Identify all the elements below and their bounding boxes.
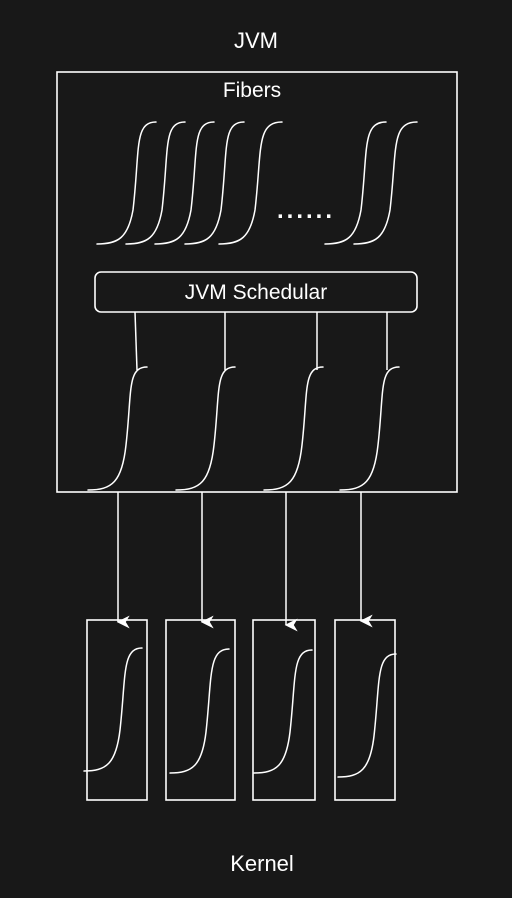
- fibers-label: Fibers: [223, 79, 281, 102]
- scheduler-links: [134, 311, 388, 371]
- kernel-thread-box: [165, 619, 236, 801]
- fiber-thread: [218, 121, 283, 245]
- jvm-label: JVM: [234, 28, 278, 53]
- kernel-label: Kernel: [230, 851, 294, 876]
- jvm-scheduler-label: JVM Schedular: [185, 281, 327, 304]
- kernel-thread-box: [252, 619, 316, 801]
- carrier-thread: [175, 366, 236, 491]
- fibers-ellipsis: ......: [277, 197, 335, 224]
- carrier-threads: [87, 366, 400, 491]
- kernel-threads: [83, 619, 397, 801]
- fiber-thread: [324, 121, 387, 245]
- scheduler-link: [134, 311, 138, 371]
- fiber-thread: [154, 121, 215, 245]
- jvm-container: [56, 71, 458, 493]
- fiber-thread: [125, 121, 186, 245]
- kernel-thread-box: [86, 619, 148, 801]
- fiber-thread: [353, 121, 418, 245]
- fiber-thread: [96, 121, 157, 245]
- kernel-thread: [337, 653, 397, 778]
- fiber-threads: [96, 121, 418, 245]
- jvm-scheduler-box: [94, 271, 418, 313]
- fiber-thread: [184, 121, 245, 245]
- kernel-thread: [169, 648, 230, 774]
- carrier-thread: [339, 366, 400, 491]
- kernel-thread: [253, 649, 313, 774]
- carrier-thread: [87, 366, 148, 491]
- kernel-thread: [83, 647, 143, 772]
- kernel-mapping-arrows: [116, 492, 373, 632]
- kernel-thread-box: [334, 619, 396, 801]
- carrier-thread: [263, 366, 324, 491]
